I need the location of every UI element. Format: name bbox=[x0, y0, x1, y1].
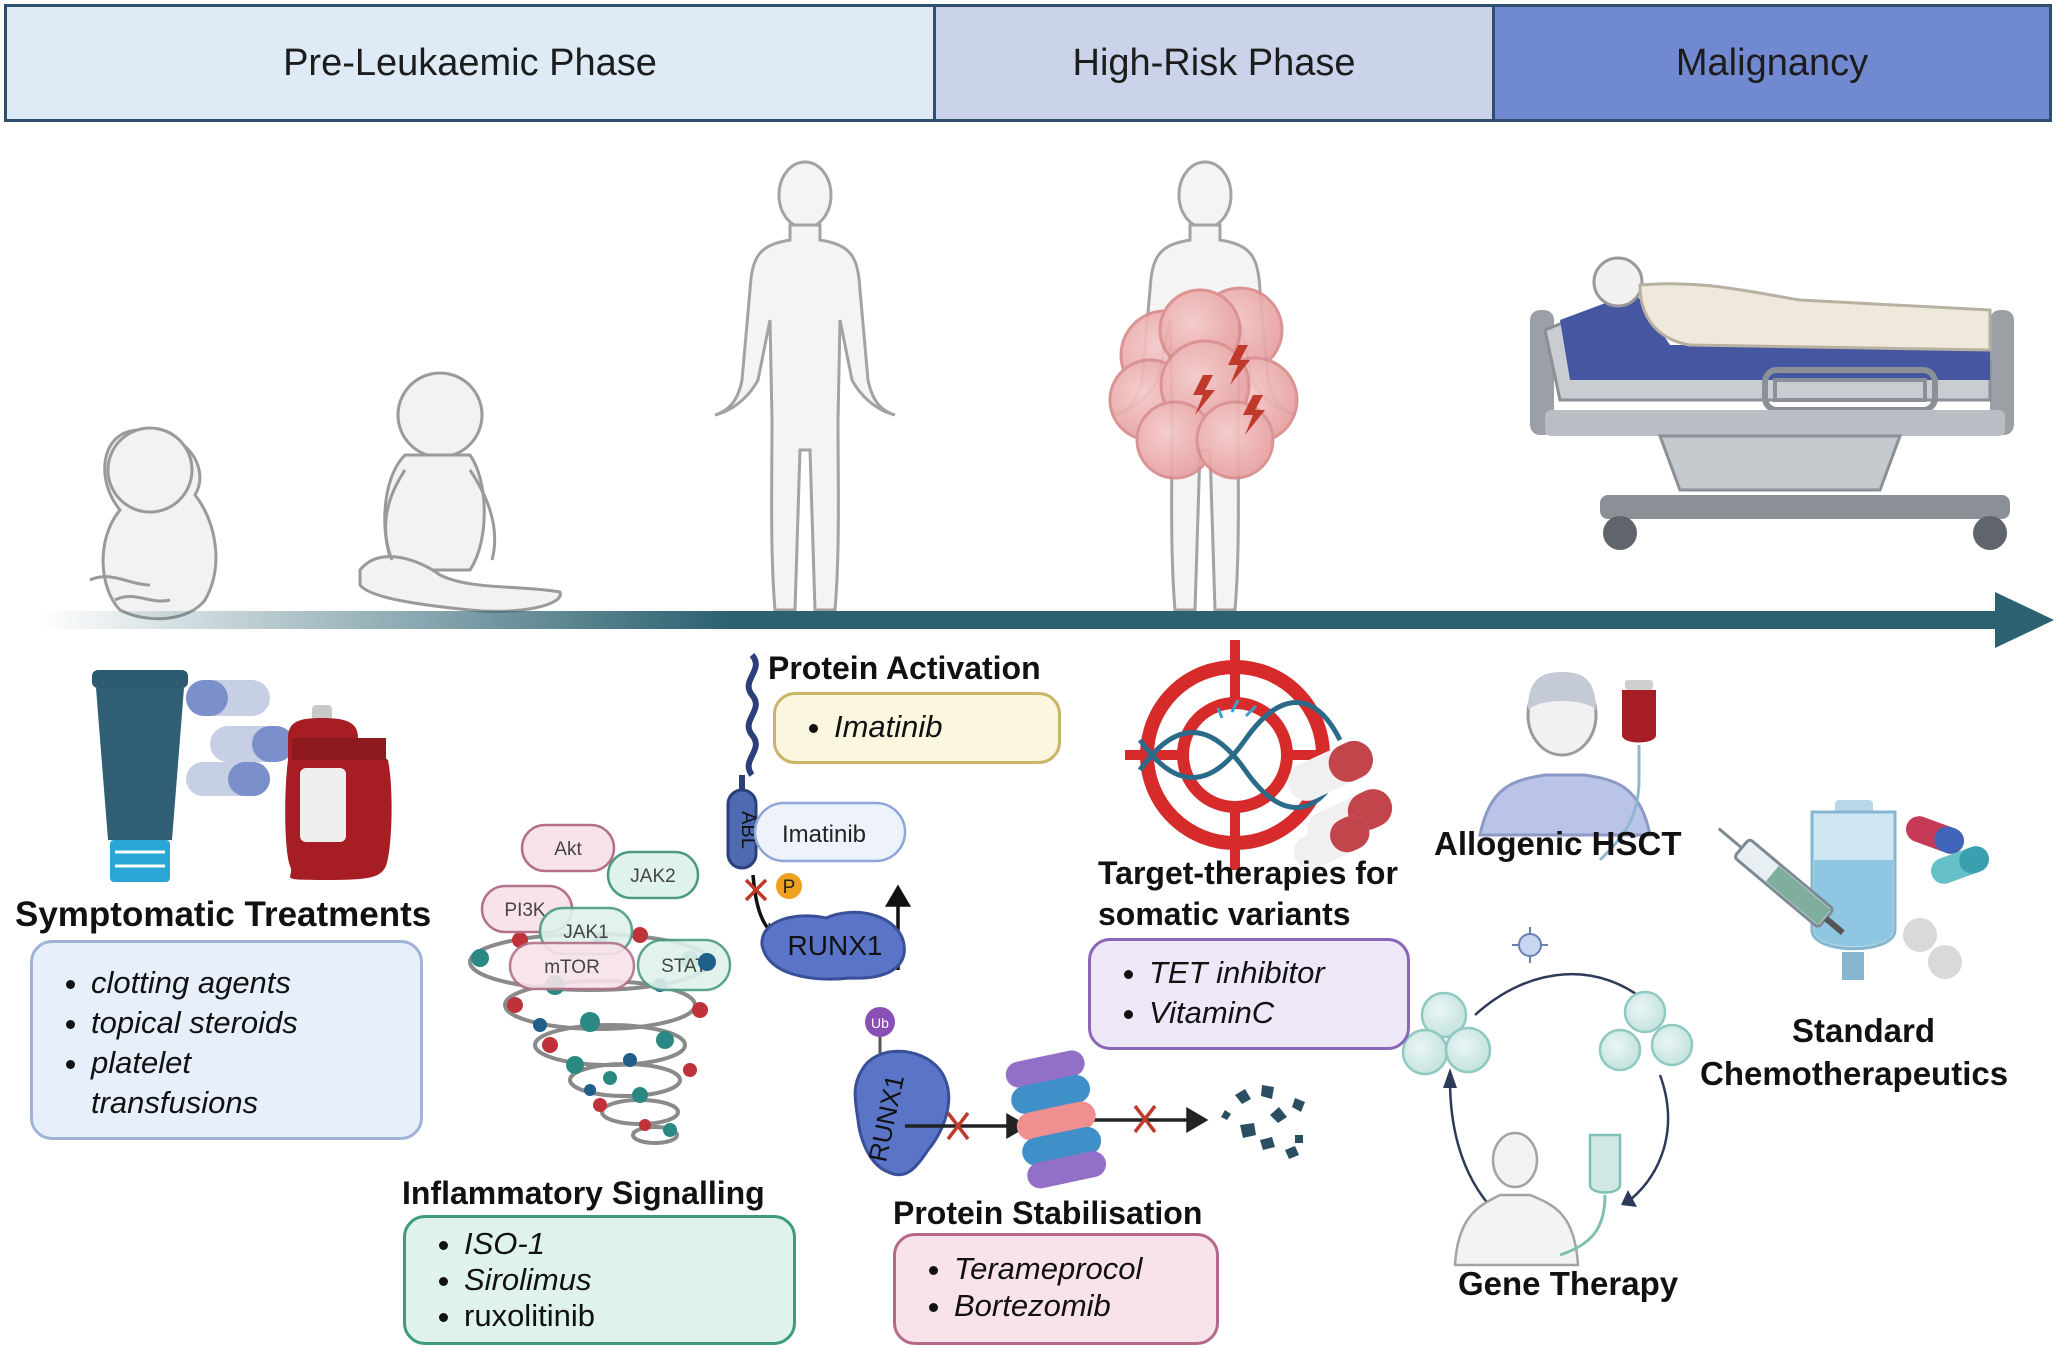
syringe-icon bbox=[1717, 827, 1845, 936]
baby-figure bbox=[358, 371, 562, 613]
inflammatory-item: Sirolimus bbox=[464, 1262, 793, 1298]
phosphate-label: P bbox=[783, 877, 796, 898]
chemo-title-line1: Standard bbox=[1792, 1012, 1936, 1049]
activation-item: Imatinib bbox=[834, 707, 1058, 747]
jak1-label: JAK1 bbox=[563, 922, 608, 943]
activation-box: Imatinib bbox=[773, 692, 1061, 764]
gene-iv-bag-icon bbox=[1559, 1133, 1622, 1257]
dna-icon bbox=[1137, 699, 1343, 810]
ubiquitin-label: Ub bbox=[871, 1015, 889, 1031]
symptomatic-item: platelet transfusions bbox=[91, 1043, 321, 1123]
stabilisation-item: Bortezomib bbox=[954, 1287, 1216, 1324]
ubiquitin-icon: Ub bbox=[865, 1007, 895, 1055]
fetus-figure bbox=[89, 426, 218, 621]
inflammatory-item: ISO-1 bbox=[464, 1226, 793, 1262]
akt-label: Akt bbox=[554, 839, 582, 860]
peptide-fragments-icon bbox=[1221, 1085, 1305, 1159]
virus-icon bbox=[1512, 927, 1548, 963]
blood-bag-icon bbox=[285, 705, 392, 880]
chemo-title-line2: Chemotherapeutics bbox=[1700, 1055, 2009, 1092]
stabilisation-box: Terameprocol Bortezomib bbox=[893, 1233, 1219, 1345]
signalling-molecules: Akt JAK2 PI3K JAK1 mTOR STAT bbox=[480, 823, 732, 992]
pi3k-label: PI3K bbox=[504, 900, 546, 921]
hsct-title: Allogenic HSCT bbox=[1434, 825, 1682, 862]
symptomatic-item: topical steroids bbox=[91, 1003, 420, 1043]
runx1-activated-label: RUNX1 bbox=[788, 930, 883, 961]
chemo-pills-icon bbox=[1903, 816, 1989, 979]
symptomatic-box: clotting agents topical steroids platele… bbox=[30, 940, 423, 1140]
target-title-line2: somatic variants bbox=[1098, 896, 1351, 932]
mtor-molecule: mTOR bbox=[508, 941, 636, 991]
gene-therapy-title: Gene Therapy bbox=[1458, 1265, 1679, 1302]
inflammatory-title: Inflammatory Signalling bbox=[402, 1175, 765, 1211]
proteasome-icon bbox=[1005, 1050, 1107, 1189]
phase-malignancy: Malignancy bbox=[1492, 4, 2052, 122]
phase-high-risk-label: High-Risk Phase bbox=[1072, 41, 1356, 84]
adult-tumour-figure bbox=[1108, 160, 1299, 612]
stat-label: STAT bbox=[661, 956, 707, 977]
akt-molecule: Akt bbox=[520, 823, 616, 873]
stem-cell-icons bbox=[1401, 990, 1694, 1076]
cream-tube-icon bbox=[92, 670, 188, 882]
lightning-icons bbox=[1193, 345, 1265, 435]
target-capsule-icons bbox=[1287, 740, 1393, 870]
target-item: VitaminC bbox=[1149, 993, 1407, 1033]
chemo-iv-bag-icon bbox=[1810, 800, 1897, 980]
gene-therapy-cycle bbox=[1401, 927, 1694, 1267]
symptomatic-item: clotting agents bbox=[91, 963, 420, 1003]
hospital-bed bbox=[1530, 256, 2014, 550]
target-box: TET inhibitor VitaminC bbox=[1088, 938, 1410, 1050]
phase-malignancy-label: Malignancy bbox=[1675, 41, 1869, 84]
runx1-activated: RUNX1 bbox=[760, 910, 906, 981]
symptomatic-title: Symptomatic Treatments bbox=[15, 895, 432, 934]
activation-title: Protein Activation bbox=[768, 650, 1041, 686]
abl-label: ABL bbox=[737, 811, 759, 849]
stabilisation-title: Protein Stabilisation bbox=[893, 1195, 1203, 1231]
hsct-patient-figure bbox=[1478, 672, 1652, 837]
target-item: TET inhibitor bbox=[1149, 953, 1407, 993]
capsule-icons bbox=[186, 680, 294, 796]
jak2-molecule: JAK2 bbox=[606, 850, 700, 900]
imatinib-drug: Imatinib bbox=[753, 801, 907, 863]
stabilisation-item: Terameprocol bbox=[954, 1250, 1216, 1287]
inflammatory-item: ruxolitinib bbox=[464, 1298, 793, 1334]
stabilisation-arrows bbox=[905, 1104, 1209, 1141]
adult-figure bbox=[714, 160, 896, 612]
imatinib-drug-label: Imatinib bbox=[782, 821, 866, 848]
iv-blood-bag-icon bbox=[1598, 680, 1656, 862]
stat-molecule: STAT bbox=[636, 938, 732, 992]
mtor-label: mTOR bbox=[544, 957, 600, 978]
inflammatory-box: ISO-1 Sirolimus ruxolitinib bbox=[403, 1215, 796, 1345]
phase-pre-leukaemic: Pre-Leukaemic Phase bbox=[4, 4, 936, 122]
timeline-arrow bbox=[40, 592, 2054, 648]
phase-pre-leukaemic-label: Pre-Leukaemic Phase bbox=[283, 41, 657, 84]
gene-patient-figure bbox=[1453, 1131, 1580, 1267]
runx1-degraded: RUNX1 bbox=[853, 1049, 951, 1177]
phosphate-icon: P bbox=[776, 873, 802, 899]
abl-receptor: ABL bbox=[726, 653, 759, 870]
jak2-label: JAK2 bbox=[630, 866, 675, 887]
phase-high-risk: High-Risk Phase bbox=[933, 4, 1495, 122]
target-title-line1: Target-therapies for bbox=[1098, 855, 1398, 891]
